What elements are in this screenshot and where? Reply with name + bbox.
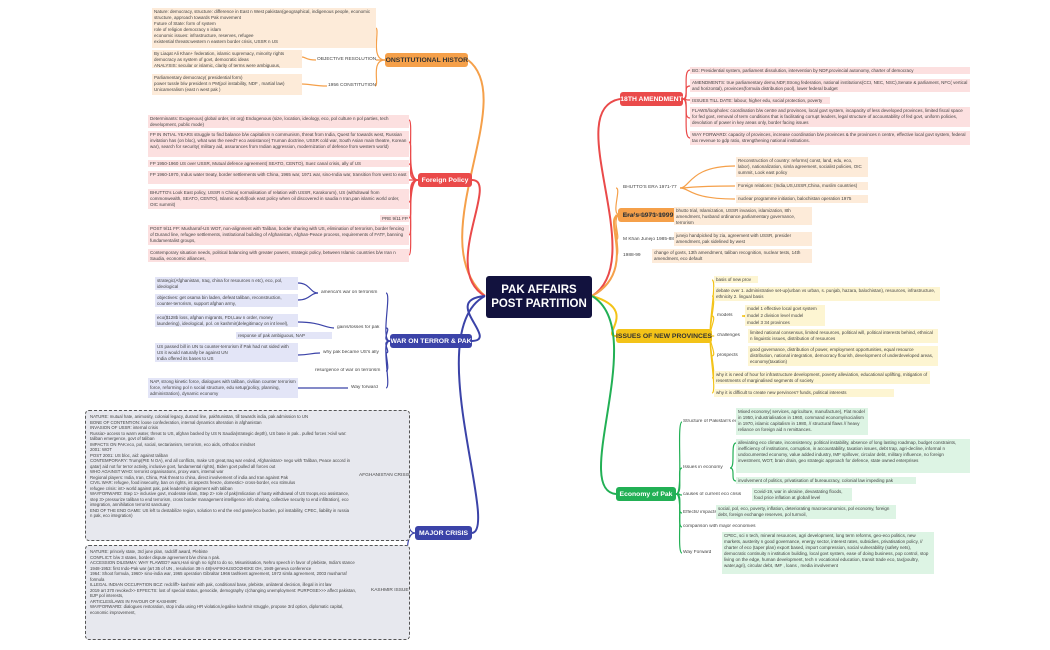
branch-foreign-policy[interactable]: Foreign Policy	[418, 173, 472, 187]
economy-causes-label[interactable]: causes of current eco crisis	[683, 492, 742, 497]
kashmir-issue-frame	[85, 545, 410, 640]
branch-constitutional-history[interactable]: CONSTITUTIONAL HISTORY	[385, 53, 468, 67]
nineties-label[interactable]: 1988-99	[623, 253, 641, 258]
constitution-1956-label[interactable]: 1956 CONSTITUTION	[328, 83, 376, 88]
branch-label: Foreign Policy	[421, 176, 469, 184]
foreign-1960-1970: FP 1960-1970, Indus water treaty, border…	[148, 171, 409, 184]
provinces-model-2: model 2 division level model	[745, 312, 825, 319]
economy-issues-main: alleviating eco climate, inconsistency, …	[736, 439, 970, 473]
economy-structure-text: Mixed economy( services, agriculture, ma…	[736, 408, 868, 435]
objective-resolution-text: By Liaqat Ali Khan+ federation, islamic …	[152, 50, 302, 68]
zia-text: bhutto trial, Islamization, USSR invasio…	[674, 207, 812, 225]
link-foreign	[466, 179, 486, 297]
foreign-initial-years: FP IN INTIAL YEARS struggle to find bala…	[148, 131, 409, 157]
foreign-1950-1960: FP 1950-1960 US over USSR, Mutual defenc…	[148, 160, 409, 167]
wot-america-objectives: objectives: get osama bin laden, defeat …	[155, 294, 298, 307]
wot-why-text: US passed bill in UN to counter-terroris…	[155, 343, 298, 362]
branch-major-crisis[interactable]: MAJOR CRISIS	[415, 526, 472, 540]
constitutional-leaf: Nature: democracy, structure: difference…	[152, 8, 376, 48]
amendment-amendments: AMENDMENTS: true parliamentary demo,NDF,…	[690, 79, 970, 92]
branch-eras[interactable]: Era's 1971-1999	[618, 208, 678, 222]
afghanistan-crisis-frame	[85, 410, 410, 541]
provinces-debate: debate over 1. administrative set-up(urb…	[714, 287, 940, 301]
afghanistan-crisis-text: NATURE: mutual hate, animosity, colonial…	[90, 414, 351, 518]
foreign-pre-911: PRE 9/11 FP	[380, 215, 409, 222]
provinces-challenges-label[interactable]: challenges	[717, 333, 740, 338]
economy-causes-text: Covid-19, war in ukraine, devastating fl…	[752, 488, 852, 501]
provinces-difficult: why it is difficult to create new pervin…	[714, 389, 894, 397]
branch-18th-amendment[interactable]: 18TH AMENDMENT	[620, 92, 683, 106]
wot-america-strategic: strategic(Afghanistan, Iraq, china for r…	[155, 277, 298, 290]
economy-issues-label[interactable]: Issues in economy	[683, 465, 723, 470]
branch-label: Era's 1971-1999	[622, 211, 674, 219]
wot-resurgence[interactable]: resurgence of war on terrorism	[315, 368, 381, 373]
amendment-bg: BG: Presidential system, parliament diss…	[690, 67, 970, 74]
junejo-label[interactable]: M Khan Junejo 1985-88	[623, 237, 674, 242]
provinces-model-3: model 3 34 provinces	[745, 319, 825, 326]
link-18th	[591, 98, 621, 297]
wot-way-forward-label[interactable]: Way forward	[351, 385, 378, 390]
branch-war-on-terror[interactable]: WAR ON TERROR & PAK	[390, 334, 472, 348]
economy-structure-label[interactable]: Structure of Pakistan's economy	[683, 419, 752, 424]
branch-label: ISSUES OF NEW PROVINCES	[616, 332, 712, 340]
branch-label: Economy of Pak	[619, 490, 673, 498]
economy-issues-politics: involvement of politics, privatisation o…	[736, 477, 916, 484]
bhutto-reconstruction: Reconstruction of country: reforms( cons…	[736, 157, 868, 177]
branch-new-provinces[interactable]: ISSUES OF NEW PROVINCES	[616, 329, 712, 343]
economy-comparison[interactable]: comparison with major economies	[683, 524, 756, 529]
wot-america-label[interactable]: america's war on terrorism	[321, 290, 378, 295]
foreign-post-911: POST 9/11 FP: Musharraf-US WOT, non-alig…	[148, 225, 409, 245]
provinces-basis: basis of new prov	[714, 276, 758, 283]
nineties-text: change of govts, 13th amendment, taliban…	[652, 249, 812, 263]
junejo-text: junejo handpicked by zia, agreement with…	[674, 232, 812, 246]
link-eras	[591, 214, 621, 297]
root-node[interactable]: PAK AFFAIRS POST PARTITION	[486, 276, 592, 318]
link-crisis	[457, 295, 486, 534]
link-economy	[591, 295, 617, 495]
wot-gains-label[interactable]: gains/losses for pak	[337, 325, 380, 330]
provinces-prospects-text: good governance, distribution of power, …	[748, 346, 938, 366]
provinces-prospects-label[interactable]: prospects	[717, 353, 738, 358]
economy-way-forward-text: CPEC, sci n tech, mineral resources, agr…	[722, 532, 934, 574]
provinces-need: why it is need of hour for infrastructur…	[714, 371, 930, 384]
root-title: PAK AFFAIRS POST PARTITION	[491, 284, 587, 310]
economy-effects-text: social, pol, eco, poverty, inflation, de…	[716, 505, 896, 519]
wot-way-forward-text: NAP, strong kinetic force, dialogues wit…	[148, 378, 298, 398]
foreign-contemporary: Contemporary situation needs, political …	[148, 249, 409, 262]
bhutto-foreign-relations: Foreign relations: (India,US,USSR,China,…	[736, 182, 868, 190]
branch-label: CONSTITUTIONAL HISTORY	[385, 56, 468, 64]
link-wot	[466, 295, 486, 342]
provinces-model-1: model 1 effective local govt system	[745, 305, 825, 312]
wot-response: response of pak ambiguous, NAP	[236, 332, 332, 339]
wot-why-label[interactable]: why pak became US's ally	[323, 350, 379, 355]
amendment-flaws: FLAWS/loopholes: coordination b/w centre…	[690, 107, 970, 127]
bhutto-nuclear: nuclear programme initiation, balochista…	[736, 195, 868, 203]
branch-economy[interactable]: Economy of Pak	[616, 487, 676, 501]
foreign-bhutto: BHUTTO's Look East policy, USSR n China(…	[148, 189, 409, 209]
provinces-challenges-text: limited national consensus, limited reso…	[748, 329, 938, 343]
foreign-determinants: Determinants: Exogenous( global order, i…	[148, 115, 409, 128]
kashmir-issue-text: NATURE: princely state, 3rd june plan, r…	[90, 549, 357, 615]
objective-resolution-label[interactable]: OBJECTIVE RESOLUTION	[317, 57, 377, 62]
economy-way-forward-label[interactable]: Way Forward	[683, 550, 712, 555]
branch-label: WAR ON TERROR & PAK	[390, 337, 472, 345]
wot-gains-eco: eco($128b loss, afghan migrants, FDI,Law…	[155, 314, 298, 327]
amendment-way-forward: WAY FORWARD: capacity of provinces, incr…	[690, 131, 970, 145]
provinces-models-label[interactable]: models	[717, 313, 733, 318]
bhutto-era-label[interactable]: BHUTTO'S ERA 1971-77	[623, 185, 677, 190]
afghanistan-crisis-label[interactable]: AFGHANISTAN CRISIS	[359, 473, 411, 478]
zia-label[interactable]: Zia ul Haq 1977-88	[623, 213, 664, 218]
branch-label: MAJOR CRISIS	[418, 529, 469, 537]
branch-label: 18TH AMENDMENT	[620, 95, 683, 103]
economy-effects-label[interactable]: Effects/ impacts	[683, 510, 717, 515]
kashmir-issue-label[interactable]: KASHMIR ISSUE	[371, 588, 409, 593]
amendment-issues: ISSUES TILL DATE: labour, higher edu, so…	[690, 97, 830, 104]
constitution-1956-text: Parliamentary democracy( presidential fo…	[152, 74, 302, 95]
